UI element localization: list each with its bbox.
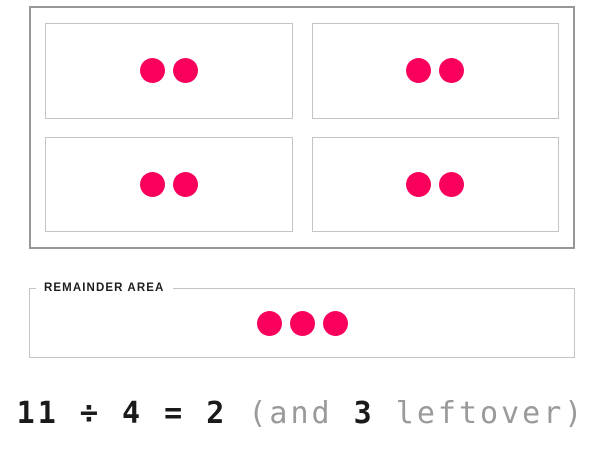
counter-dot: [439, 58, 465, 84]
remainder-dot: [322, 311, 348, 336]
equation-leftover-label: leftover): [395, 396, 586, 431]
group-box[interactable]: [45, 136, 293, 232]
remainder-dot: [256, 311, 282, 336]
equation-space: [227, 396, 248, 431]
equation-space: [143, 396, 164, 431]
remainder-dot: [289, 311, 315, 336]
equation-equals-sign: =: [164, 396, 186, 431]
groups-container: [29, 6, 575, 249]
equation-space: [101, 396, 122, 431]
counter-dot: [439, 171, 465, 197]
equation-quotient: 2: [206, 396, 228, 431]
equation-remainder: 3: [353, 396, 375, 431]
group-box[interactable]: [45, 23, 293, 119]
equation-divide-sign: ÷: [79, 396, 101, 431]
counter-dot: [172, 171, 198, 197]
counter-dot: [172, 58, 198, 84]
equation-space: [59, 396, 80, 431]
counter-dot: [139, 171, 165, 197]
counter-dot: [139, 58, 165, 84]
equation-divisor: 4: [121, 396, 144, 431]
counter-dot: [406, 171, 432, 197]
equation-dividend: 11: [16, 396, 59, 431]
remainder-area-label: REMAINDER AREA: [36, 282, 174, 294]
equation: 11 ÷ 4 = 2 (and 3 leftover): [0, 392, 602, 436]
remainder-dots: [30, 294, 574, 357]
remainder-area: REMAINDER AREA: [29, 282, 575, 358]
group-box[interactable]: [311, 136, 559, 232]
equation-open-paren: (and: [248, 396, 333, 431]
equation-space: [333, 396, 354, 431]
group-box[interactable]: [311, 23, 559, 119]
equation-space: [185, 396, 206, 431]
equation-space: [375, 396, 396, 431]
counter-dot: [406, 58, 432, 84]
groups-grid: [45, 23, 559, 232]
